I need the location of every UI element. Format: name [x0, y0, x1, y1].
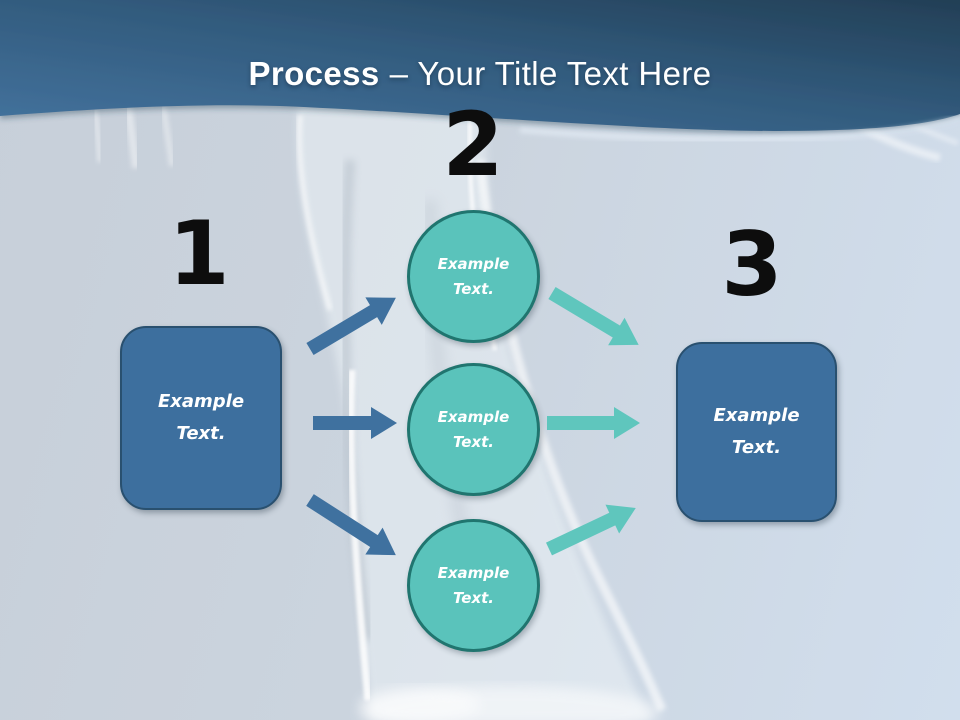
process-end-box-label: Example Text. — [713, 405, 800, 458]
arrow-left-middle — [313, 407, 397, 439]
arrow-right-top — [548, 286, 639, 346]
header-wave — [0, 0, 960, 143]
process-step-circle-3: Example Text. — [407, 519, 540, 652]
process-start-box: Example Text. — [120, 326, 282, 510]
title-keyword: Process — [248, 55, 380, 92]
slide-title: Process– Your Title Text Here — [0, 57, 960, 91]
process-step-circle-2: Example Text. — [407, 363, 540, 496]
arrow-left-bottom — [306, 494, 396, 556]
process-start-box-label: Example Text. — [157, 391, 245, 444]
step-number-3: 3 — [721, 213, 783, 316]
title-subtitle: – Your Title Text Here — [389, 55, 712, 92]
arrow-right-middle — [547, 407, 640, 439]
process-step-circle-1: Example Text. — [407, 210, 540, 343]
step-number-1: 1 — [168, 202, 230, 305]
process-step-circle-1-label: Example Text. — [437, 254, 510, 298]
arrow-right-bottom — [546, 504, 636, 556]
process-step-circle-2-label: Example Text. — [437, 407, 510, 451]
arrow-left-top — [306, 297, 396, 356]
process-step-circle-3-label: Example Text. — [437, 563, 510, 607]
step-number-2: 2 — [442, 93, 504, 196]
process-end-box: Example Text. — [676, 342, 837, 522]
